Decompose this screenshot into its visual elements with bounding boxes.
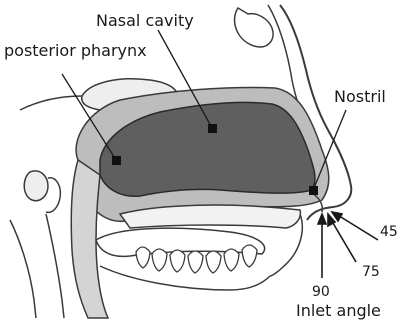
cranial-floor-line — [20, 96, 82, 110]
label-angle-45: 45 — [380, 224, 398, 240]
tooth — [152, 249, 167, 271]
tooth — [188, 251, 203, 273]
lower-jaw-outline — [100, 266, 270, 290]
label-nostril: Nostril — [334, 87, 386, 106]
label-posterior-pharynx: posterior pharynx — [4, 41, 147, 60]
arrow-45-shaft — [336, 214, 378, 240]
vertebra-upper — [24, 171, 48, 201]
tooth — [242, 245, 257, 267]
marker-nasal-cavity — [208, 124, 217, 133]
marker-nostril — [309, 186, 318, 195]
label-nasal-cavity: Nasal cavity — [96, 11, 194, 30]
label-angle-75: 75 — [362, 264, 380, 280]
spine-back-line — [46, 214, 64, 318]
tooth — [224, 249, 239, 271]
tooth — [136, 247, 150, 268]
label-inlet-angle: Inlet angle — [296, 301, 381, 320]
tooth — [206, 251, 221, 273]
cranial-base-outline — [235, 8, 274, 47]
tooth — [170, 250, 185, 272]
spine-front-line — [10, 220, 36, 318]
label-angle-90: 90 — [312, 284, 330, 300]
hard-palate — [120, 205, 300, 228]
arrow-90-head — [318, 214, 326, 224]
marker-posterior-pharynx — [112, 156, 121, 165]
